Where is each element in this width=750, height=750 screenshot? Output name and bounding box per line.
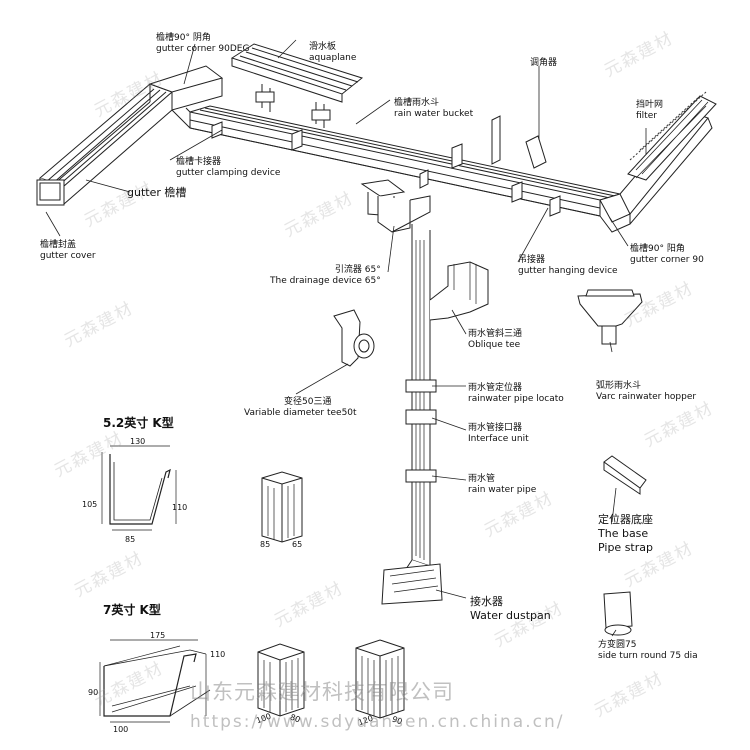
label-en: Variable diameter tee50t xyxy=(244,408,357,418)
label-hopper: 弧形雨水斗 Varc rainwater hopper xyxy=(596,381,696,403)
pipe-sample-2 xyxy=(258,644,304,716)
long-gutter-run xyxy=(172,106,620,216)
profile-52-title: 5.2英寸 K型 xyxy=(103,416,174,430)
label-cn: 吊接器 xyxy=(518,255,546,265)
profile-7-right: 110 xyxy=(210,650,226,659)
label-en: gutter corner 90DEG xyxy=(156,44,250,54)
leader-lines xyxy=(46,40,646,636)
label-en: The drainage device 65° xyxy=(270,276,381,286)
pipe-sample-3 xyxy=(356,640,404,718)
label-en: Oblique tee xyxy=(468,340,521,350)
label-en: gutter cover xyxy=(40,251,96,261)
label-cn: 方变圆75 xyxy=(598,640,637,650)
label-gutter-text: gutter 檐槽 xyxy=(127,186,186,200)
label-cn: 定位器底座 xyxy=(598,513,653,526)
label-cn: 调角器 xyxy=(530,58,558,68)
label-cn: 雨水管 xyxy=(468,474,496,484)
label-gutter: gutter 檐槽 xyxy=(127,186,186,200)
label-pipe: 雨水管 rain water pipe xyxy=(468,474,536,496)
pipe-sample-1 xyxy=(262,472,302,542)
label-pipe-locator: 雨水管定位器 rainwater pipe locato xyxy=(468,383,564,405)
label-en: rain water pipe xyxy=(468,485,537,495)
profile-7-drawing xyxy=(100,640,210,722)
label-cn: 雨水管斜三通 xyxy=(468,329,523,339)
right-gutter-run xyxy=(600,92,716,232)
label-cn: 接水器 xyxy=(470,595,503,608)
label-cn: 雨水管定位器 xyxy=(468,383,523,393)
label-cn: 挡叶网 xyxy=(636,100,664,110)
downpipe-assembly xyxy=(378,196,488,604)
label-en: The base xyxy=(598,527,649,540)
label-adjuster: 调角器 xyxy=(530,58,557,69)
label-en: aquaplane xyxy=(309,53,357,63)
label-drainage: 引流器 65° The drainage device 65° xyxy=(270,265,381,287)
label-en: rainwater pipe locato xyxy=(468,394,564,404)
footer-company: 山东元森建材科技有限公司 xyxy=(190,680,454,704)
label-en: gutter xyxy=(127,186,161,199)
inner-corner xyxy=(150,66,222,110)
profile-52-bottom: 85 xyxy=(125,535,136,544)
label-filter: 挡叶网 filter xyxy=(636,100,663,122)
label-cn: 变径50三通 xyxy=(284,397,332,407)
footer-url[interactable]: https://www.sdyuansen.cn.china.cn/ xyxy=(190,712,565,732)
aquaplane-board xyxy=(232,44,362,128)
label-clamp: 檐槽卡接器 gutter clamping device xyxy=(176,157,280,179)
label-oblique-tee: 雨水管斜三通 Oblique tee xyxy=(468,329,522,351)
profile-52-left: 105 xyxy=(82,500,98,509)
label-cn: 檐槽雨水斗 xyxy=(394,98,440,108)
varc-hopper xyxy=(578,290,642,344)
label-cn: 滑水板 xyxy=(309,42,337,52)
label-cn: 檐槽封盖 xyxy=(40,240,77,250)
profile-7-left: 90 xyxy=(88,688,99,697)
profile-7-bottom: 100 xyxy=(113,725,129,734)
label-en: gutter hanging device xyxy=(518,266,618,276)
profile-7-top: 175 xyxy=(150,631,166,640)
label-cn: 檐槽卡接器 xyxy=(176,157,222,167)
variable-tee xyxy=(334,310,374,366)
profile-52-right: 110 xyxy=(172,503,188,512)
label-en: gutter clamping device xyxy=(176,168,281,178)
label-turn-round: 方变圆75 side turn round 75 dia xyxy=(598,640,698,662)
label-cover: 檐槽封盖 gutter cover xyxy=(40,240,96,262)
label-aquaplane: 滑水板 aquaplane xyxy=(309,42,356,64)
label-en: Water dustpan xyxy=(470,609,551,622)
label-hanger: 吊接器 gutter hanging device xyxy=(518,255,618,277)
label-cn: 引流器 65° xyxy=(334,265,381,275)
label-cn: 弧形雨水斗 xyxy=(596,381,642,391)
label-cn: 檐槽 xyxy=(164,186,187,199)
label-interface: 雨水管接口器 Interface unit xyxy=(468,423,529,445)
label-en: gutter corner 90 xyxy=(630,255,704,265)
label-en: Interface unit xyxy=(468,434,529,444)
pipe-strap xyxy=(604,456,646,494)
pipe1-dim-a: 85 xyxy=(260,540,271,549)
label-dustpan: 接水器 Water dustpan xyxy=(470,595,551,623)
label-variable-tee: 变径50三通 Variable diameter tee50t xyxy=(244,397,357,419)
label-en: filter xyxy=(636,111,657,121)
profile-52-top: 130 xyxy=(130,437,146,446)
profile-52-drawing xyxy=(102,446,176,530)
profile-7-title: 7英寸 K型 xyxy=(103,603,161,617)
label-cn: 檐槽90° 阳角 xyxy=(630,244,685,254)
label-cn: 檐槽90° 阴角 xyxy=(156,33,211,43)
label-en: Varc rainwater hopper xyxy=(596,392,697,402)
label-cn: 雨水管接口器 xyxy=(468,423,523,433)
label-en: Pipe strap xyxy=(598,541,653,554)
label-en: rain water bucket xyxy=(394,109,474,119)
pipe1-dim-b: 65 xyxy=(292,540,303,549)
label-corner-inner: 檐槽90° 阴角 gutter corner 90DEG xyxy=(156,33,249,55)
label-bucket: 檐槽雨水斗 rain water bucket xyxy=(394,98,473,120)
label-en: side turn round 75 dia xyxy=(598,651,698,661)
turn-round xyxy=(604,592,632,635)
label-corner-outer: 檐槽90° 阳角 gutter corner 90 xyxy=(630,244,704,266)
label-base: 定位器底座 The base Pipe strap xyxy=(598,513,653,555)
hangers xyxy=(212,116,560,216)
